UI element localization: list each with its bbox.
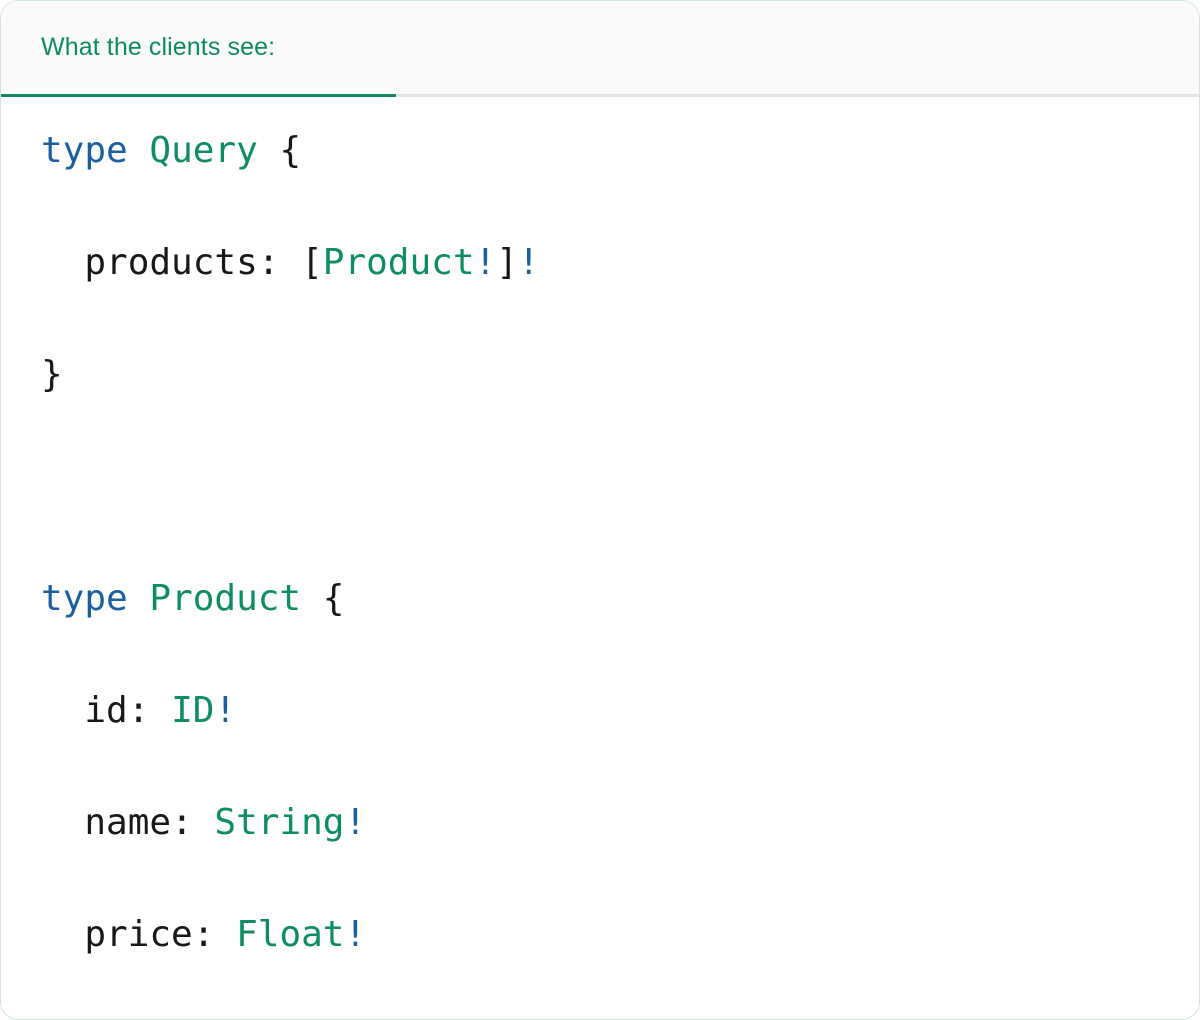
- code-token-punc: [128, 578, 150, 619]
- code-line: type Query {: [41, 123, 1159, 179]
- code-token-tname: Float: [236, 914, 345, 955]
- code-token-punc: [41, 690, 84, 731]
- code-token-punc: }: [41, 354, 63, 395]
- code-token-punc: [41, 802, 84, 843]
- code-line: type Product {: [41, 571, 1159, 627]
- code-token-bang: !: [214, 690, 237, 731]
- code-token-bang: !: [517, 242, 540, 283]
- code-token-punc: [41, 914, 84, 955]
- code-token-punc: :: [127, 690, 172, 731]
- code-token-tname: Query: [149, 130, 258, 171]
- code-token-punc: [41, 242, 84, 283]
- code-line: }: [41, 347, 1159, 403]
- graphql-schema-code[interactable]: type Query { products: [Product!]! } typ…: [41, 123, 1159, 1019]
- code-token-tname: Product: [149, 578, 302, 619]
- code-token-field: products: [84, 242, 258, 283]
- code-token-field: name: [84, 802, 172, 843]
- tab-strip: What the clients see:: [1, 1, 1199, 97]
- code-token-bang: !: [344, 914, 367, 955]
- code-token-punc: [128, 130, 150, 171]
- code-token-bang: !: [474, 242, 497, 283]
- code-token-punc: {: [257, 130, 302, 171]
- code-body: type Query { products: [Product!]! } typ…: [1, 97, 1199, 1019]
- code-line: products: [Product!]!: [41, 235, 1159, 291]
- code-token-tname: Product: [322, 242, 475, 283]
- code-token-punc: : [: [257, 242, 323, 283]
- code-line: [41, 459, 1159, 515]
- code-token-punc: {: [301, 578, 345, 619]
- tab-label: What the clients see:: [41, 33, 276, 61]
- code-token-kw: type: [41, 578, 128, 619]
- code-token-field: id: [84, 690, 128, 731]
- code-token-punc: :: [192, 914, 237, 955]
- code-line: name: String!: [41, 795, 1159, 851]
- code-token-tname: ID: [171, 690, 215, 731]
- code-token-punc: ]: [496, 242, 518, 283]
- code-line: id: ID!: [41, 683, 1159, 739]
- code-token-field: price: [84, 914, 193, 955]
- code-line: price: Float!: [41, 907, 1159, 963]
- code-token-punc: :: [171, 802, 215, 843]
- tab-what-the-clients-see[interactable]: What the clients see:: [1, 1, 396, 97]
- code-token-bang: !: [344, 802, 367, 843]
- code-token-tname: String: [214, 802, 345, 843]
- code-token-kw: type: [41, 130, 128, 171]
